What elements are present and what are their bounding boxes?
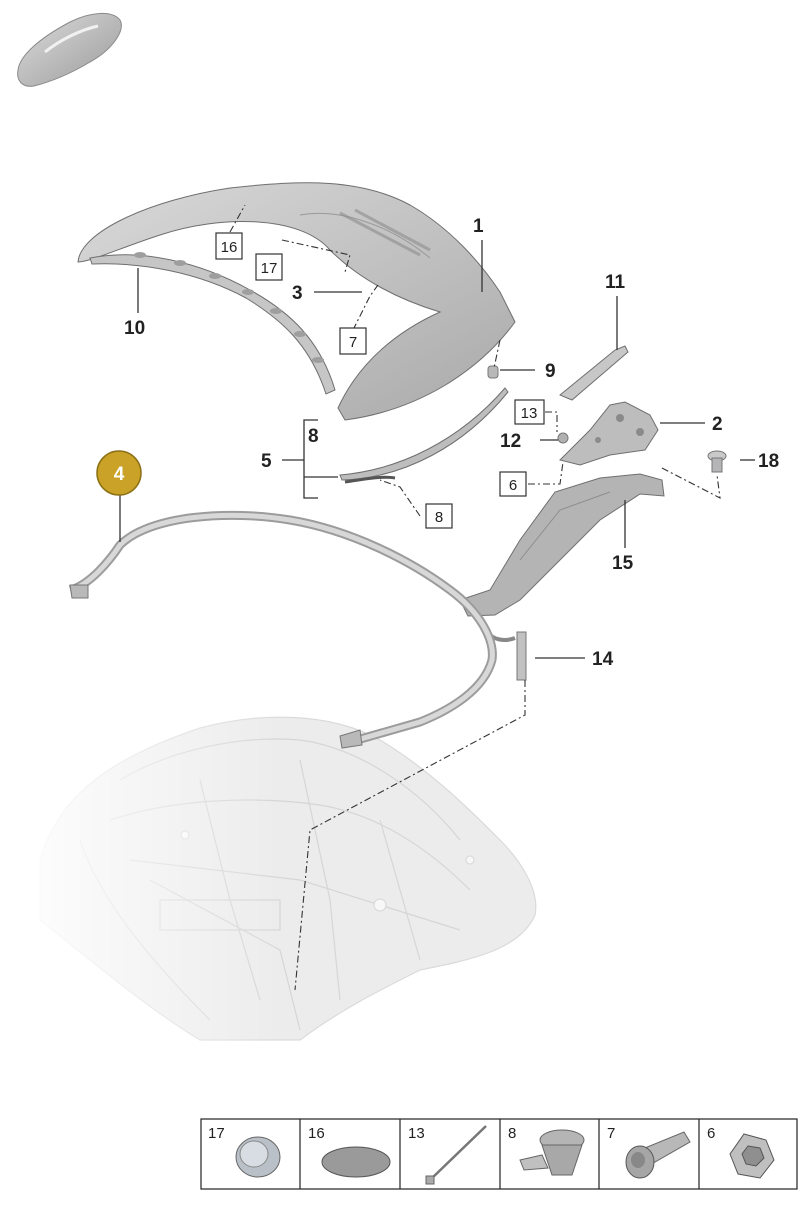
boxed-7: 7 [349,334,357,351]
callout-9: 9 [545,361,556,382]
pad-icon [321,1146,391,1178]
legend-cell[interactable]: 17 [208,1125,281,1178]
boxed-16: 16 [221,239,238,256]
boxed-6: 6 [509,477,517,494]
part-12-ball-stud[interactable] [557,432,569,444]
boxed-17: 17 [261,260,278,277]
callout-8: 8 [308,426,319,447]
expanding-clip-icon [519,1129,585,1176]
small-parts-legend: 17 16 13 8 [200,1118,798,1190]
callout-14: 14 [592,649,614,670]
boxed-callouts: 16 17 7 13 6 8 [215,232,545,529]
body-shell-ghost [0,700,800,1060]
leader-lines [119,240,755,659]
legend-cell[interactable]: 8 [508,1125,585,1176]
callout-11: 11 [605,272,626,293]
callout-4: 4 [114,464,125,485]
callout-3: 3 [292,283,303,304]
legend-cell[interactable]: 7 [607,1125,691,1179]
legend-cell-number: 7 [607,1125,615,1142]
vehicle-thumbnail-icon [17,13,122,87]
connection-lines [229,204,721,991]
legend-cell-number: 6 [707,1125,715,1142]
callout-4-highlight[interactable]: 4 [96,450,142,496]
part-2-hinge[interactable] [559,401,659,466]
legend-cell[interactable]: 16 [308,1125,391,1178]
callout-1: 1 [473,216,484,237]
part-11-rod[interactable] [559,345,629,401]
callout-2: 2 [712,414,723,435]
legend-cell[interactable]: 13 [408,1125,487,1185]
plug-icon [235,1136,281,1178]
callout-18: 18 [758,451,779,472]
cable-tie-icon [425,1125,487,1185]
boxed-13: 13 [521,405,538,422]
part-4-frame-seal[interactable] [68,510,497,749]
legend-cell-number: 17 [208,1125,225,1142]
callout-15: 15 [612,553,634,574]
part-5-trim-strips[interactable] [339,387,509,484]
screw-icon [625,1131,691,1179]
part-18-bolt[interactable] [707,450,727,473]
legend-cell-number: 8 [508,1125,516,1142]
part-15-housing[interactable] [459,473,665,642]
callout-labels: 1 2 3 5 8 9 10 11 12 14 15 18 [124,216,779,670]
part-14-rod[interactable] [516,631,527,681]
hex-nut-icon [729,1133,775,1179]
callout-12: 12 [500,431,521,452]
legend-cell-number: 16 [308,1125,325,1142]
part-9-stud[interactable] [487,365,499,379]
legend-cell[interactable]: 6 [707,1125,775,1179]
callout-5: 5 [261,451,272,472]
callout-10: 10 [124,318,145,339]
part-10-seal-strip[interactable] [89,252,336,395]
part-1-lid[interactable] [77,182,516,421]
legend-cell-number: 13 [408,1125,425,1142]
boxed-8: 8 [435,509,443,526]
